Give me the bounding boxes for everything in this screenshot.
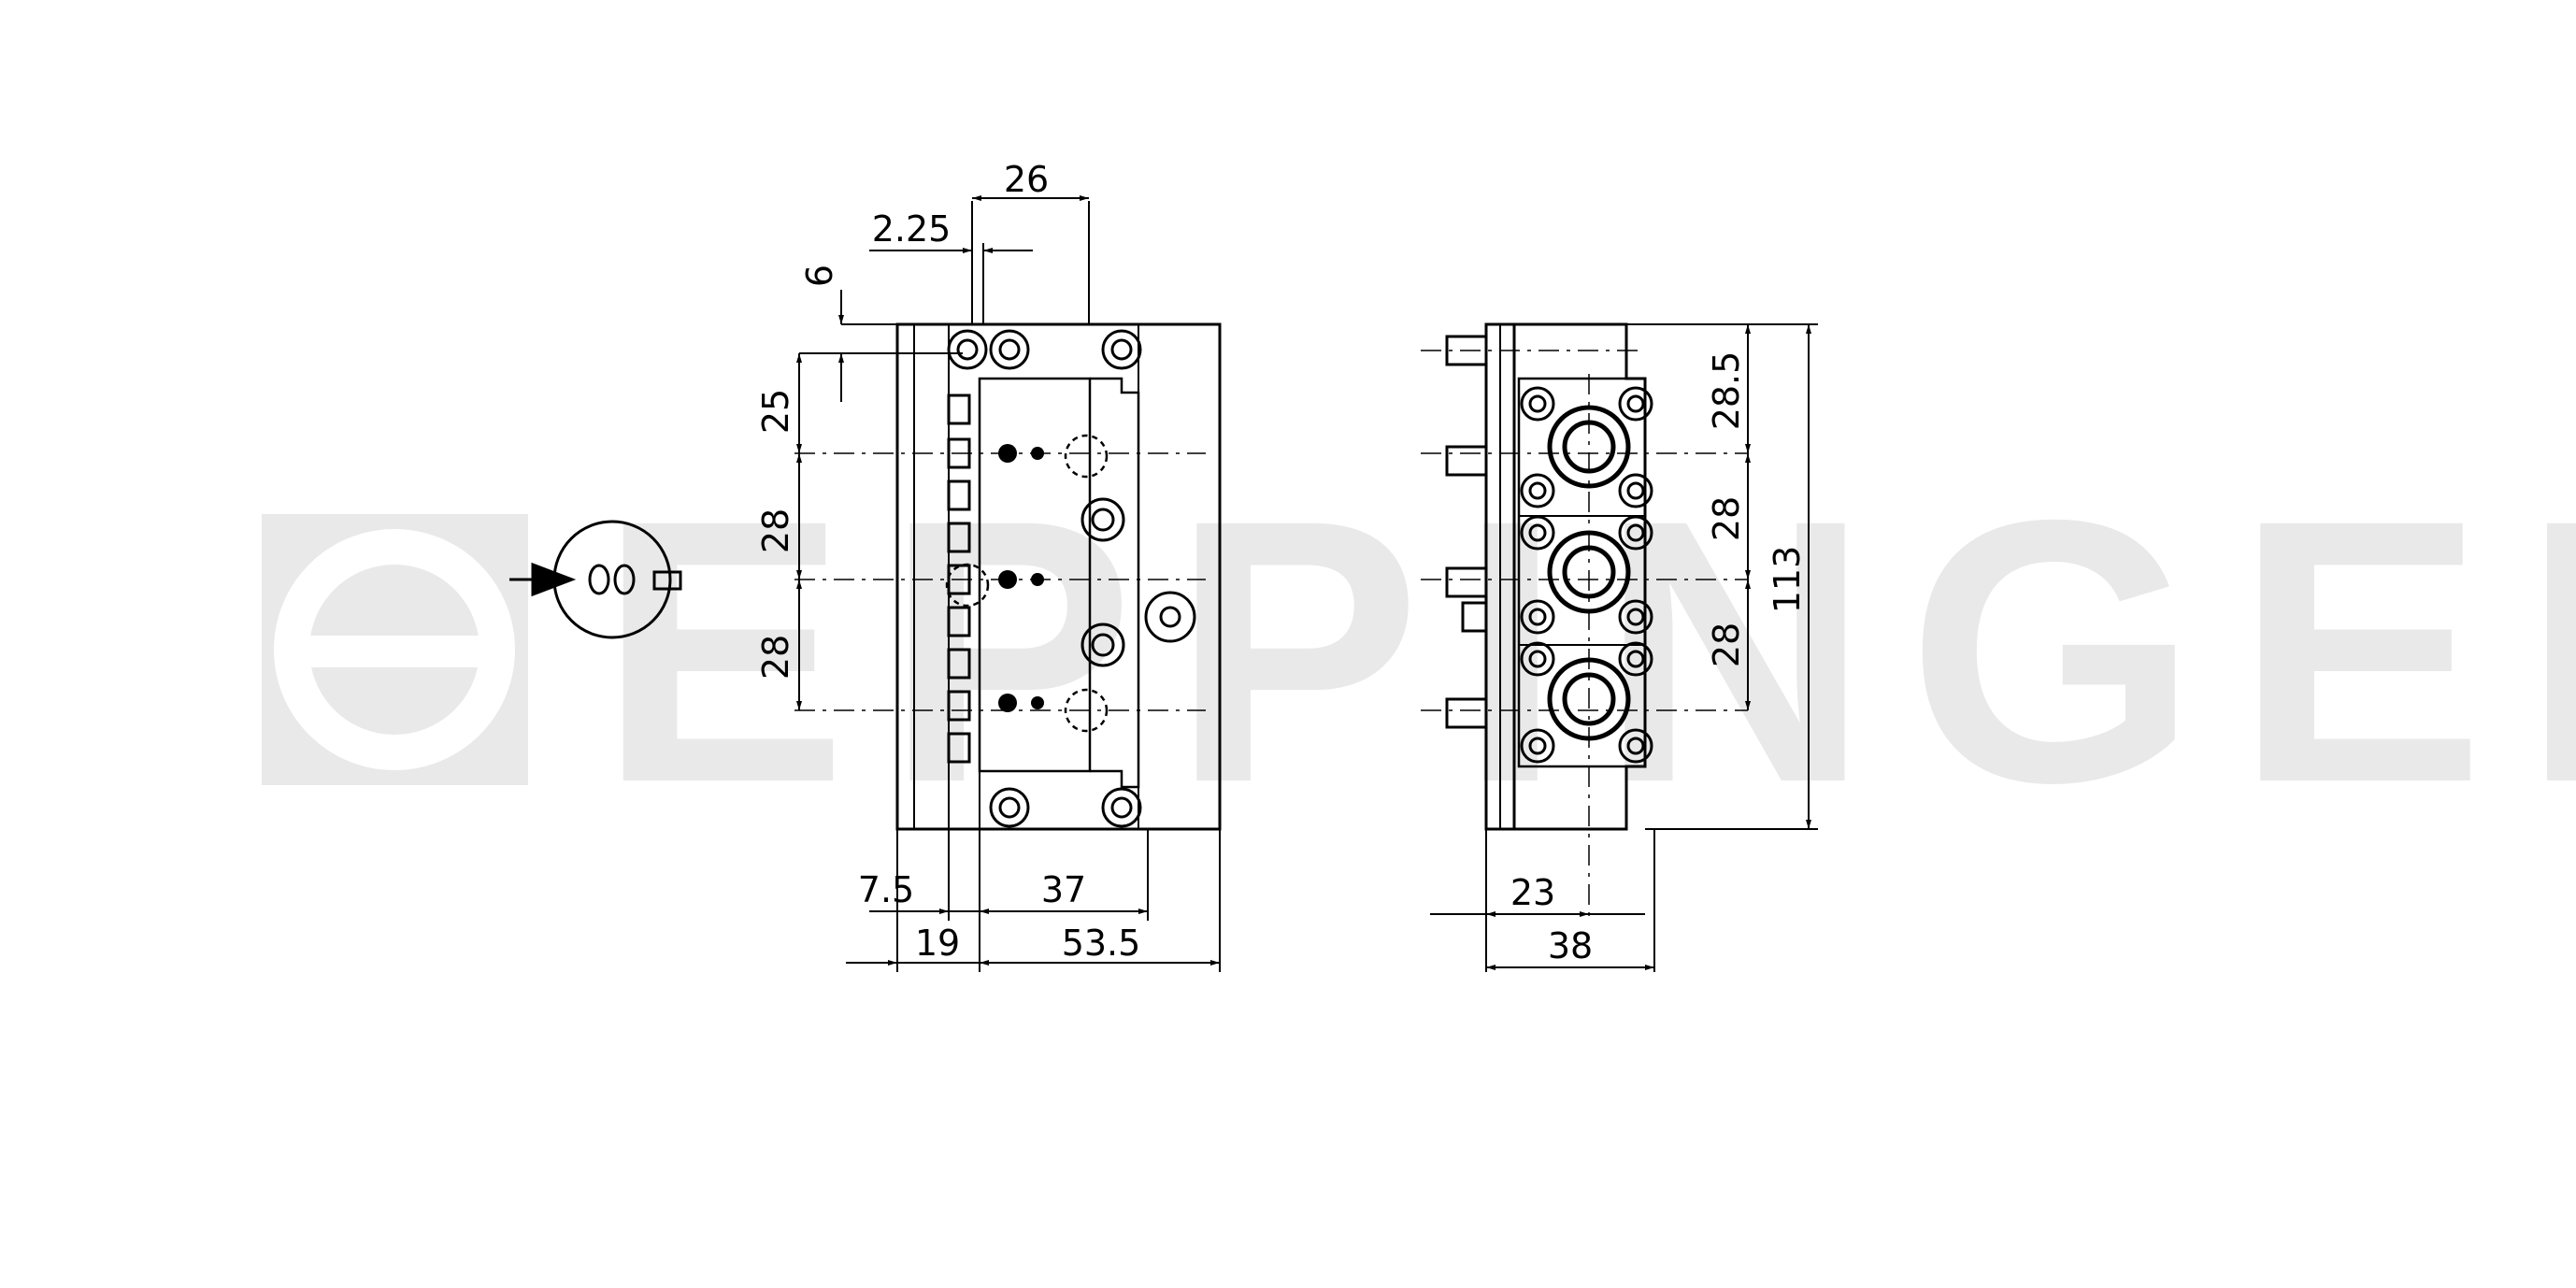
- front-dimension-lines: [796, 195, 1221, 972]
- dim-top-offset: 28.5: [1706, 351, 1747, 431]
- side-dimension-lines: [1430, 323, 1818, 972]
- dim-pitch-third: 28: [755, 635, 796, 680]
- dim-pitch-a: 28: [1706, 496, 1747, 541]
- side-view: [1421, 322, 1748, 916]
- dim-bottom-base: 19: [915, 923, 960, 964]
- proj-angle-symbol: [509, 520, 682, 639]
- watermark-logo: EPPINGER: [262, 442, 2576, 860]
- watermark-text: EPPINGER: [598, 442, 2576, 860]
- front-view: [794, 322, 1222, 831]
- dim-offset-small: 2.25: [872, 208, 952, 250]
- dim-bottom-mid: 37: [1041, 869, 1086, 910]
- dim-top-width: 26: [1004, 159, 1049, 200]
- dim-pitch-b: 28: [1706, 623, 1747, 667]
- dim-pitch-first: 25: [755, 389, 796, 434]
- dim-top-gap: 6: [799, 265, 840, 287]
- dim-overall-height: 113: [1767, 546, 1808, 614]
- dim-bottom-left: 7.5: [858, 869, 914, 910]
- dim-pitch-second: 28: [755, 508, 796, 553]
- dim-side-overall-width: 38: [1548, 925, 1593, 966]
- dim-overall-width: 53.5: [1062, 923, 1141, 964]
- dim-center-offset: 23: [1510, 872, 1555, 913]
